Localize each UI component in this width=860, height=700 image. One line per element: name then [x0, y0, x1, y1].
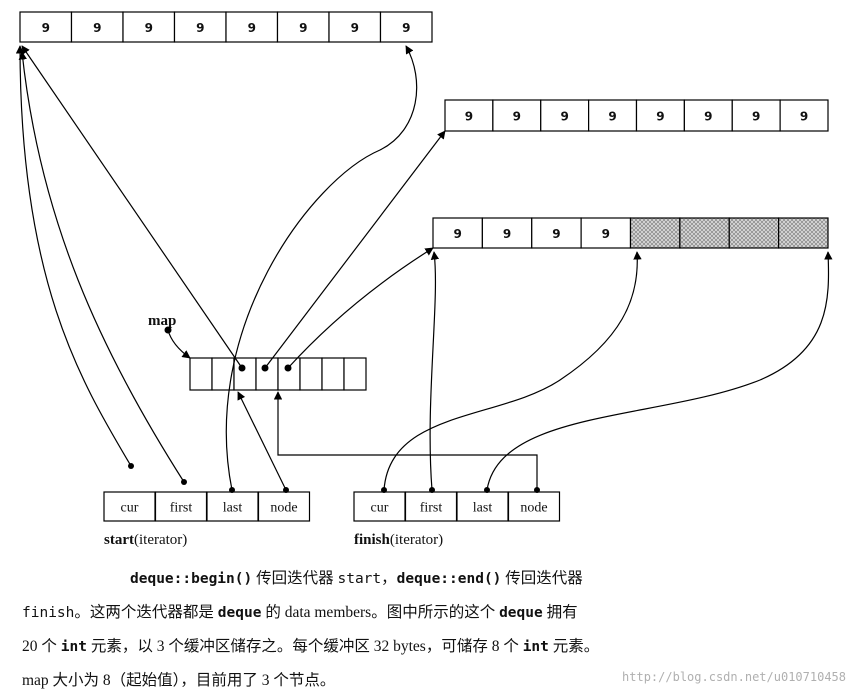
finish-first-arrow: [429, 251, 440, 491]
node2-to-buffer2-arrow: [264, 130, 446, 369]
buffer-2-cell: [444, 99, 494, 132]
startIt-field-label: cur: [121, 501, 139, 516]
start-node-arrow: [237, 391, 287, 491]
buffer-3-cell: [629, 217, 681, 249]
buffer-3-value: 9: [454, 227, 462, 241]
map-array: [189, 357, 367, 391]
startIt-field: [257, 491, 311, 522]
buffer-1-value: 9: [351, 21, 359, 35]
buffer-3-cell: [778, 217, 829, 249]
buffer-2-cell: [492, 99, 542, 132]
finish-cur-arrow: [383, 251, 642, 491]
buffer-1-value: 9: [42, 21, 50, 35]
map-slot: [343, 357, 367, 391]
node3-to-buffer3-arrow: [287, 247, 434, 369]
buffer-2-value: 9: [608, 110, 616, 124]
buffer-2-cell: [635, 99, 685, 132]
start-iterator-label: start(iterator): [104, 532, 187, 548]
finishIt-field: [353, 491, 406, 522]
startIt-field: [103, 491, 156, 522]
caption-line-3: 20 个 int 元素，以 3 个缓冲区储存之。每个缓冲区 32 bytes，可…: [22, 638, 600, 655]
buffer-3-cell: [728, 217, 780, 249]
buffer-1-cell: [70, 11, 124, 43]
buffer-2-value: 9: [656, 110, 664, 124]
startIt-field: [206, 491, 259, 522]
buffer-1-value: 9: [248, 21, 256, 35]
caption: deque::begin() 传回迭代器 start，deque::end() …: [22, 562, 842, 697]
startIt-field-label: node: [270, 501, 297, 516]
caption-line-1: deque::begin() 传回迭代器 start，deque::end() …: [130, 570, 583, 587]
buffer-1-cell: [276, 11, 330, 43]
buffer-2-value: 9: [752, 110, 760, 124]
buffer-1-value: 9: [196, 21, 204, 35]
start-last-arrow: [225, 45, 418, 491]
buffer-1-cell: [19, 11, 73, 43]
finishIt-field: [507, 491, 561, 522]
buffer-3-cell: [432, 217, 483, 249]
finishIt-field-label: first: [420, 501, 443, 516]
deque-diagram: 9 9 9 9 9 9 9 9 9 9 9 9 9 9 9 9 9 9 9 9 map cur first last n…: [15, 11, 833, 548]
buffer-2-value: 9: [800, 110, 808, 124]
map-pointer-arrow: [167, 329, 191, 359]
buffer-3-value: 9: [552, 227, 560, 241]
finish-node-arrow: [273, 391, 538, 490]
buffer-2-value: 9: [465, 110, 473, 124]
caption-line-2: finish。这两个迭代器都是 deque 的 data members。图中所…: [22, 604, 578, 621]
buffer-2-value: 9: [513, 110, 521, 124]
buffer-2-cell: [588, 99, 638, 132]
startIt-field-label: last: [223, 501, 243, 516]
buffer-1-cell: [122, 11, 176, 43]
buffer-2-cell: [779, 99, 829, 132]
buffer-1-cell: [379, 11, 433, 43]
finishIt-field-label: cur: [371, 501, 389, 516]
start-first-arrow: [18, 51, 185, 483]
buffer-3-cell: [679, 217, 730, 249]
buffer-3-value: 9: [503, 227, 511, 241]
startIt-field-label: first: [170, 501, 193, 516]
buffer-2-value: 9: [561, 110, 569, 124]
map-slot: [233, 357, 257, 391]
buffer-3: 9 9 9 9: [432, 217, 829, 249]
buffer-1-value: 9: [145, 21, 153, 35]
map-slot: [299, 357, 323, 391]
buffer-1-value: 9: [299, 21, 307, 35]
startIt-field: [154, 491, 208, 522]
start-iterator: cur first last node: [103, 491, 311, 522]
watermark: http://blog.csdn.net/u010710458: [622, 670, 846, 684]
caption-line-4: map 大小为 8（起始值），目前用了 3 个节点。: [22, 672, 336, 689]
start-cur-arrow: [15, 45, 132, 467]
finish-iterator-label: finish(iterator): [354, 532, 443, 548]
buffer-1-value: 9: [93, 21, 101, 35]
buffer-3-cell: [580, 217, 632, 249]
finishIt-field: [456, 491, 509, 522]
map-label: map: [148, 313, 176, 329]
buffer-2-cell: [683, 99, 733, 132]
map-slot: [277, 357, 301, 391]
map-slot: [321, 357, 345, 391]
buffer-1: 9 9 9 9 9 9 9 9: [19, 11, 433, 43]
map-slot: [189, 357, 213, 391]
buffer-3-value: 9: [602, 227, 610, 241]
map-slot: [211, 357, 235, 391]
buffer-2-value: 9: [704, 110, 712, 124]
node1-to-buffer1-arrow: [21, 45, 243, 369]
buffer-1-cell: [328, 11, 382, 43]
finishIt-field-label: last: [473, 501, 493, 516]
finish-last-arrow: [486, 251, 833, 491]
pointer-arrows: [15, 45, 833, 493]
buffer-1-cell: [225, 11, 279, 43]
buffer-1-value: 9: [402, 21, 410, 35]
buffer-2: 9 9 9 9 9 9 9 9: [444, 99, 829, 132]
buffer-3-cell: [531, 217, 582, 249]
finish-iterator: cur first last node: [353, 491, 561, 522]
map-slot: [255, 357, 279, 391]
finishIt-field-label: node: [520, 501, 547, 516]
